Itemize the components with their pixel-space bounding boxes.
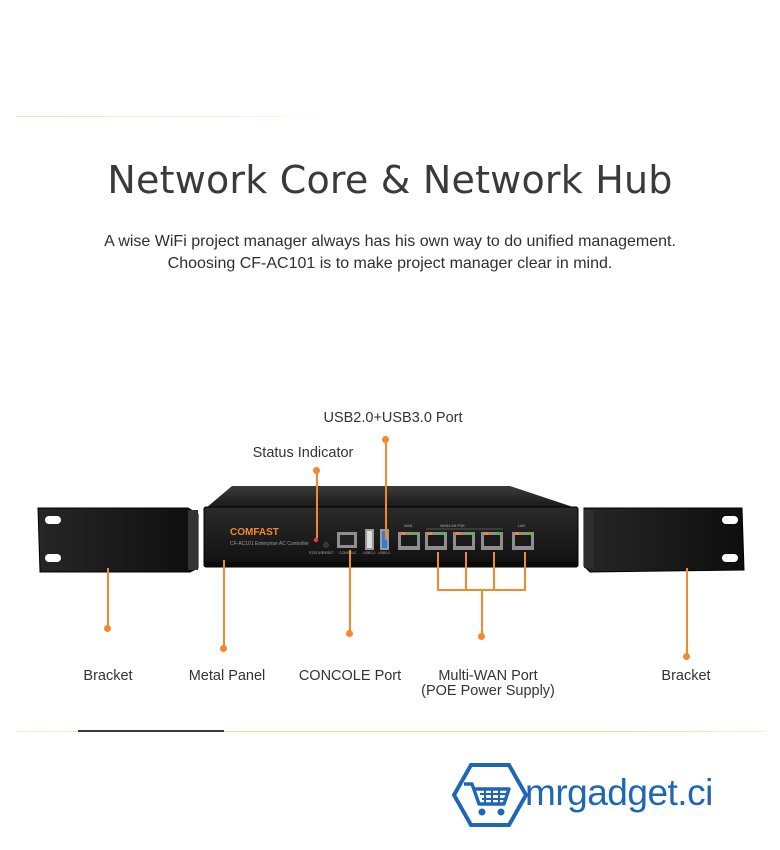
callout-dot-bracket-left [104, 625, 111, 632]
svg-text:CONSOLE: CONSOLE [339, 551, 357, 555]
callout-line-wan-2 [465, 552, 467, 590]
logo-mark[interactable] [451, 762, 529, 828]
callout-metal-panel: Metal Panel [188, 668, 266, 684]
callout-line-metal-panel [223, 560, 225, 648]
callout-dot-status [313, 467, 320, 474]
top-divider [16, 116, 336, 117]
logo-text[interactable]: mrgadget.ci [525, 772, 713, 813]
callout-dot-multiwan [478, 633, 485, 640]
shopping-cart-icon [451, 763, 529, 827]
bottom-accent-bar [78, 730, 224, 732]
svg-text:RESET: RESET [322, 551, 335, 555]
callout-status-indicator: Status Indicator [252, 445, 354, 461]
page-title: Network Core & Network Hub [107, 158, 673, 202]
callout-usb-port: USB2.0+USB3.0 Port [323, 410, 463, 426]
callout-line-wan-3 [493, 552, 495, 590]
callout-line-status [316, 470, 318, 538]
bottom-divider [16, 731, 766, 732]
callout-dot-metal-panel [220, 645, 227, 652]
subtitle-line-2: Choosing CF-AC101 is to make project man… [167, 255, 613, 272]
svg-text:LAN: LAN [518, 524, 525, 528]
device-model: CF-AC101 Enterprise AC Controller [230, 541, 309, 547]
callout-line-wan-1 [437, 552, 439, 590]
svg-text:WAN/LAN POE: WAN/LAN POE [440, 524, 465, 528]
callout-line-wan-stem [481, 590, 483, 636]
right-bracket [583, 507, 745, 573]
svg-text:USB3.0: USB3.0 [378, 551, 390, 555]
callout-line-bracket-left [107, 568, 109, 626]
callout-dot-bracket-right [683, 653, 690, 660]
svg-text:USB2.0: USB2.0 [363, 551, 375, 555]
callout-multiwan-line2: (POE Power Supply) [421, 683, 555, 699]
callout-bracket-left: Bracket [83, 668, 133, 684]
callout-dot-usb [382, 436, 389, 443]
callout-line-wan-4 [524, 552, 526, 590]
callout-console-port: CONCOLE Port [298, 668, 402, 684]
product-illustration: COMFAST CF-AC101 Enterprise AC Controlle… [37, 486, 745, 573]
callout-bracket-right: Bracket [661, 668, 711, 684]
callout-multiwan-line1: Multi-WAN Port [438, 668, 538, 684]
svg-text:WAN: WAN [404, 524, 413, 528]
callout-line-usb [385, 438, 387, 540]
callout-line-bracket-right [686, 568, 688, 656]
subtitle-line-1: A wise WiFi project manager always has h… [104, 233, 676, 250]
svg-text:STATUS: STATUS [309, 551, 323, 555]
left-bracket [37, 507, 199, 573]
device-brand: COMFAST [230, 527, 279, 538]
controller-device: COMFAST CF-AC101 Enterprise AC Controlle… [203, 486, 579, 568]
callout-dot-console [346, 630, 353, 637]
callout-line-console [349, 550, 351, 632]
